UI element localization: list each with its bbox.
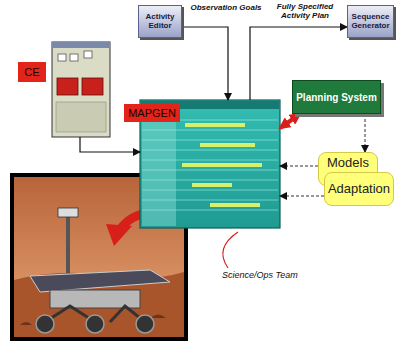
rover-wheel bbox=[36, 315, 54, 333]
connector bbox=[365, 114, 366, 152]
timeline-bar bbox=[200, 143, 255, 147]
node-label: Sequence Generator bbox=[350, 13, 391, 31]
screen-column bbox=[142, 112, 176, 226]
mapgen-screen: MAPGEN bbox=[140, 100, 280, 228]
red-arrowhead bbox=[106, 224, 132, 246]
screen-rows bbox=[142, 120, 278, 210]
adaptation-box: Adaptation bbox=[324, 172, 394, 206]
window-frame bbox=[52, 42, 110, 137]
node-tag: MAPGEN bbox=[124, 104, 180, 122]
note-label: Science/Ops Team bbox=[222, 270, 298, 280]
timeline-bar bbox=[192, 183, 232, 187]
icon bbox=[84, 51, 92, 58]
connector bbox=[280, 114, 300, 128]
timeline-bar bbox=[182, 163, 262, 167]
panel-area bbox=[56, 102, 106, 132]
ce-window bbox=[52, 42, 110, 137]
editor-box: Activity Editor bbox=[138, 5, 182, 38]
timeline-bar bbox=[210, 203, 260, 207]
node-label: Activity Editor bbox=[141, 13, 179, 31]
node-label: Planning System bbox=[296, 92, 377, 103]
icon bbox=[70, 54, 78, 61]
rover-wheel bbox=[136, 315, 154, 333]
window-titlebar bbox=[52, 42, 110, 48]
node-label: Adaptation bbox=[328, 182, 390, 196]
panel-red bbox=[82, 78, 103, 95]
timeline-bar bbox=[185, 123, 245, 127]
planning-box: Planning System bbox=[292, 80, 381, 114]
connector bbox=[280, 166, 318, 167]
edge-label: Fully Specified Activity Plan bbox=[266, 2, 344, 20]
edge-label: Observation Goals bbox=[186, 3, 266, 12]
ce-window: CE bbox=[52, 42, 110, 137]
rover-camera bbox=[58, 208, 78, 217]
leader-line bbox=[223, 232, 238, 268]
connector bbox=[280, 196, 324, 197]
connector bbox=[80, 137, 140, 152]
connector bbox=[182, 27, 228, 100]
panel-red bbox=[57, 78, 78, 95]
icon bbox=[58, 54, 66, 61]
node-label: Models bbox=[327, 156, 369, 170]
node-tag: CE bbox=[18, 62, 46, 82]
rover-wheel bbox=[86, 315, 104, 333]
rover-solar-panel bbox=[30, 270, 170, 292]
rover-mast bbox=[66, 215, 70, 275]
generator-box: Sequence Generator bbox=[347, 5, 394, 38]
